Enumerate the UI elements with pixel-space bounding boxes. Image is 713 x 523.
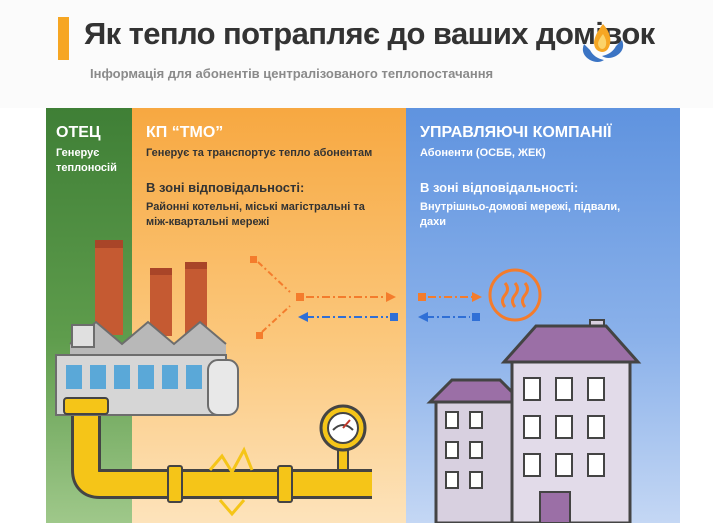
ktmo-responsibility-text: Районні котельні, міські магістральні та…	[146, 201, 365, 228]
ktmo-column: КП “ТМО” Генерує та транспортує тепло аб…	[132, 108, 406, 523]
management-companies-title: УПРАВЛЯЮЧІ КОМПАНІЇ	[420, 124, 612, 141]
management-responsibility-text: Внутрішньо-домові мережі, підвали, дахи	[420, 201, 621, 228]
ktmo-title: КП “ТМО”	[146, 124, 224, 141]
header-band: Як тепло потрапляє до ваших домівок Інфо…	[0, 0, 713, 108]
management-companies-description: Абоненти (ОСББ, ЖЕК)	[420, 147, 546, 159]
pipe-icon	[63, 397, 372, 517]
pressure-gauge-icon	[319, 404, 367, 471]
ktmo-responsibility-title: В зоні відповідальності:	[146, 180, 305, 195]
otec-title: ОТЕЦ	[56, 124, 101, 141]
factory-icon	[55, 240, 239, 416]
flame-hands-logo-icon	[582, 24, 624, 62]
flow-arrows-icon	[250, 256, 482, 339]
page-subtitle: Інформація для абонентів централізованог…	[90, 66, 494, 81]
apartment-buildings-icon	[426, 319, 642, 523]
title-accent-bar	[58, 17, 69, 60]
page-title: Як тепло потрапляє до ваших домівок	[84, 16, 655, 51]
otec-description: Генерує теплоносій	[56, 147, 117, 174]
management-responsibility-title: В зоні відповідальності:	[420, 180, 579, 195]
ktmo-description: Генерує та транспортує тепло абонентам	[146, 147, 373, 159]
heat-radiator-icon	[488, 268, 542, 322]
